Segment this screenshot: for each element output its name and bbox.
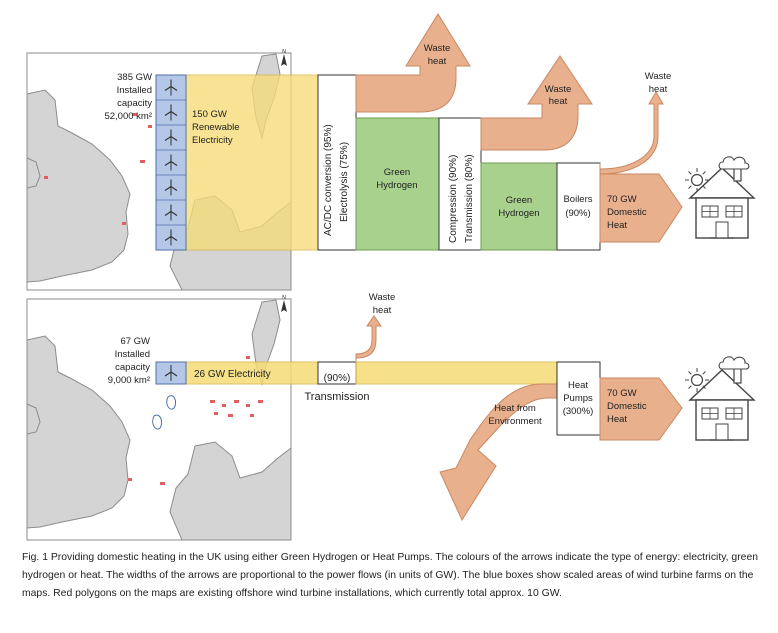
energy-flow-diagram: N bbox=[26, 13, 755, 541]
svg-text:Domestic: Domestic bbox=[607, 207, 647, 218]
svg-text:Electricity: Electricity bbox=[192, 135, 233, 146]
wind-farm-markers bbox=[128, 356, 263, 485]
svg-text:AC/DC conversion (95%): AC/DC conversion (95%) bbox=[323, 124, 334, 236]
waste-heat-arrow-1 bbox=[355, 13, 471, 113]
conversion-label: AC/DC conversion (95%) Electrolysis (75%… bbox=[323, 124, 350, 236]
electricity-transmission-flow bbox=[355, 361, 558, 385]
transmission-label: Transmission bbox=[305, 391, 370, 403]
cloud-icon bbox=[718, 356, 750, 370]
domestic-heat-label-top: 70 GW Domestic Heat bbox=[607, 194, 647, 231]
waste-heat-label-2: Waste heat bbox=[545, 84, 572, 107]
turbine-capacity-label-bottom: 67 GW Installed capacity 9,000 km² bbox=[108, 336, 150, 386]
domestic-heat-arrow-bottom bbox=[599, 377, 683, 441]
waste-heat-label-1: Waste heat bbox=[424, 43, 451, 67]
svg-text:Waste: Waste bbox=[369, 292, 396, 303]
waste-heat-label-bottom: Waste heat bbox=[369, 292, 396, 316]
area-value: 9,000 km² bbox=[108, 375, 150, 386]
cloud-icon bbox=[718, 156, 750, 170]
conversion-box bbox=[317, 74, 357, 251]
environment-heat-arrow bbox=[439, 383, 558, 522]
svg-text:Heat: Heat bbox=[607, 220, 627, 231]
svg-text:N: N bbox=[282, 295, 286, 301]
svg-text:heat: heat bbox=[373, 305, 392, 316]
svg-text:Hydrogen: Hydrogen bbox=[498, 208, 539, 219]
svg-text:150 GW: 150 GW bbox=[192, 109, 227, 120]
svg-text:(90%): (90%) bbox=[565, 208, 590, 219]
svg-text:Electrolysis (75%): Electrolysis (75%) bbox=[339, 142, 350, 222]
svg-text:Green: Green bbox=[506, 195, 532, 206]
waste-heat-arrow-2 bbox=[480, 55, 593, 151]
waste-heat-arrow-bottom bbox=[355, 315, 382, 362]
transmission-efficiency: (90%) bbox=[324, 373, 351, 384]
svg-text:Hydrogen: Hydrogen bbox=[376, 180, 417, 191]
svg-text:capacity: capacity bbox=[115, 362, 150, 373]
boilers-label: Boilers (90%) bbox=[563, 194, 592, 219]
renewable-electricity-flow bbox=[185, 74, 319, 251]
map-north-sea-bottom: N bbox=[26, 295, 292, 541]
svg-text:heat: heat bbox=[649, 84, 668, 95]
turbine-capacity-label-top: 385 GW Installed capacity 52,000 km² bbox=[104, 72, 152, 122]
svg-text:Waste: Waste bbox=[645, 71, 672, 82]
heat-pump-box bbox=[556, 361, 601, 436]
renewable-electricity-label: 150 GW Renewable Electricity bbox=[192, 109, 240, 146]
compression-box bbox=[438, 117, 482, 251]
svg-text:Renewable: Renewable bbox=[192, 122, 240, 133]
svg-text:70 GW: 70 GW bbox=[607, 194, 637, 205]
svg-text:Compression (90%): Compression (90%) bbox=[448, 155, 459, 243]
svg-text:Heat: Heat bbox=[607, 414, 627, 425]
heat-pump-label: Heat Pumps (300%) bbox=[563, 380, 594, 417]
svg-text:Pumps: Pumps bbox=[563, 393, 593, 404]
svg-text:Environment: Environment bbox=[488, 416, 542, 427]
sun-icon bbox=[684, 167, 710, 193]
capacity-value: 67 GW bbox=[120, 336, 150, 347]
green-hydrogen-box-2 bbox=[480, 162, 558, 251]
turbine-stack-large bbox=[156, 78, 186, 247]
electricity-label-bottom: 26 GW Electricity bbox=[194, 369, 271, 380]
svg-text:capacity: capacity bbox=[117, 98, 152, 109]
svg-text:Transmission (80%): Transmission (80%) bbox=[464, 154, 475, 243]
svg-text:Heat: Heat bbox=[568, 380, 588, 391]
svg-text:heat: heat bbox=[549, 96, 568, 107]
north-arrow-icon: N bbox=[281, 49, 287, 66]
waste-heat-arrow-3 bbox=[599, 91, 664, 175]
environment-heat-label: Heat from Environment bbox=[488, 403, 542, 427]
domestic-heat-arrow-top bbox=[599, 173, 683, 243]
svg-text:Waste: Waste bbox=[545, 84, 572, 95]
svg-text:heat: heat bbox=[428, 56, 447, 67]
svg-text:Boilers: Boilers bbox=[563, 194, 592, 205]
svg-text:70 GW: 70 GW bbox=[607, 388, 637, 399]
boilers-box bbox=[556, 162, 601, 251]
capacity-value: 385 GW bbox=[117, 72, 152, 83]
svg-text:Installed: Installed bbox=[117, 85, 152, 96]
svg-text:Installed: Installed bbox=[115, 349, 150, 360]
area-value: 52,000 km² bbox=[104, 111, 152, 122]
green-hydrogen-label-1: Green Hydrogen bbox=[376, 167, 417, 191]
green-hydrogen-box-1 bbox=[355, 117, 440, 251]
svg-text:N: N bbox=[282, 49, 286, 55]
svg-text:Green: Green bbox=[384, 167, 410, 178]
green-hydrogen-label-2: Green Hydrogen bbox=[498, 195, 539, 219]
domestic-heat-label-bottom: 70 GW Domestic Heat bbox=[607, 388, 647, 425]
figure-caption: Fig. 1 Providing domestic heating in the… bbox=[22, 552, 758, 599]
svg-text:Waste: Waste bbox=[424, 43, 451, 54]
svg-text:(300%): (300%) bbox=[563, 406, 594, 417]
north-arrow-icon: N bbox=[281, 295, 287, 312]
svg-text:Heat from: Heat from bbox=[494, 403, 536, 414]
svg-text:Domestic: Domestic bbox=[607, 401, 647, 412]
compression-label: Compression (90%) Transmission (80%) bbox=[448, 154, 475, 243]
sun-icon bbox=[684, 367, 710, 393]
waste-heat-label-3: Waste heat bbox=[645, 71, 672, 95]
